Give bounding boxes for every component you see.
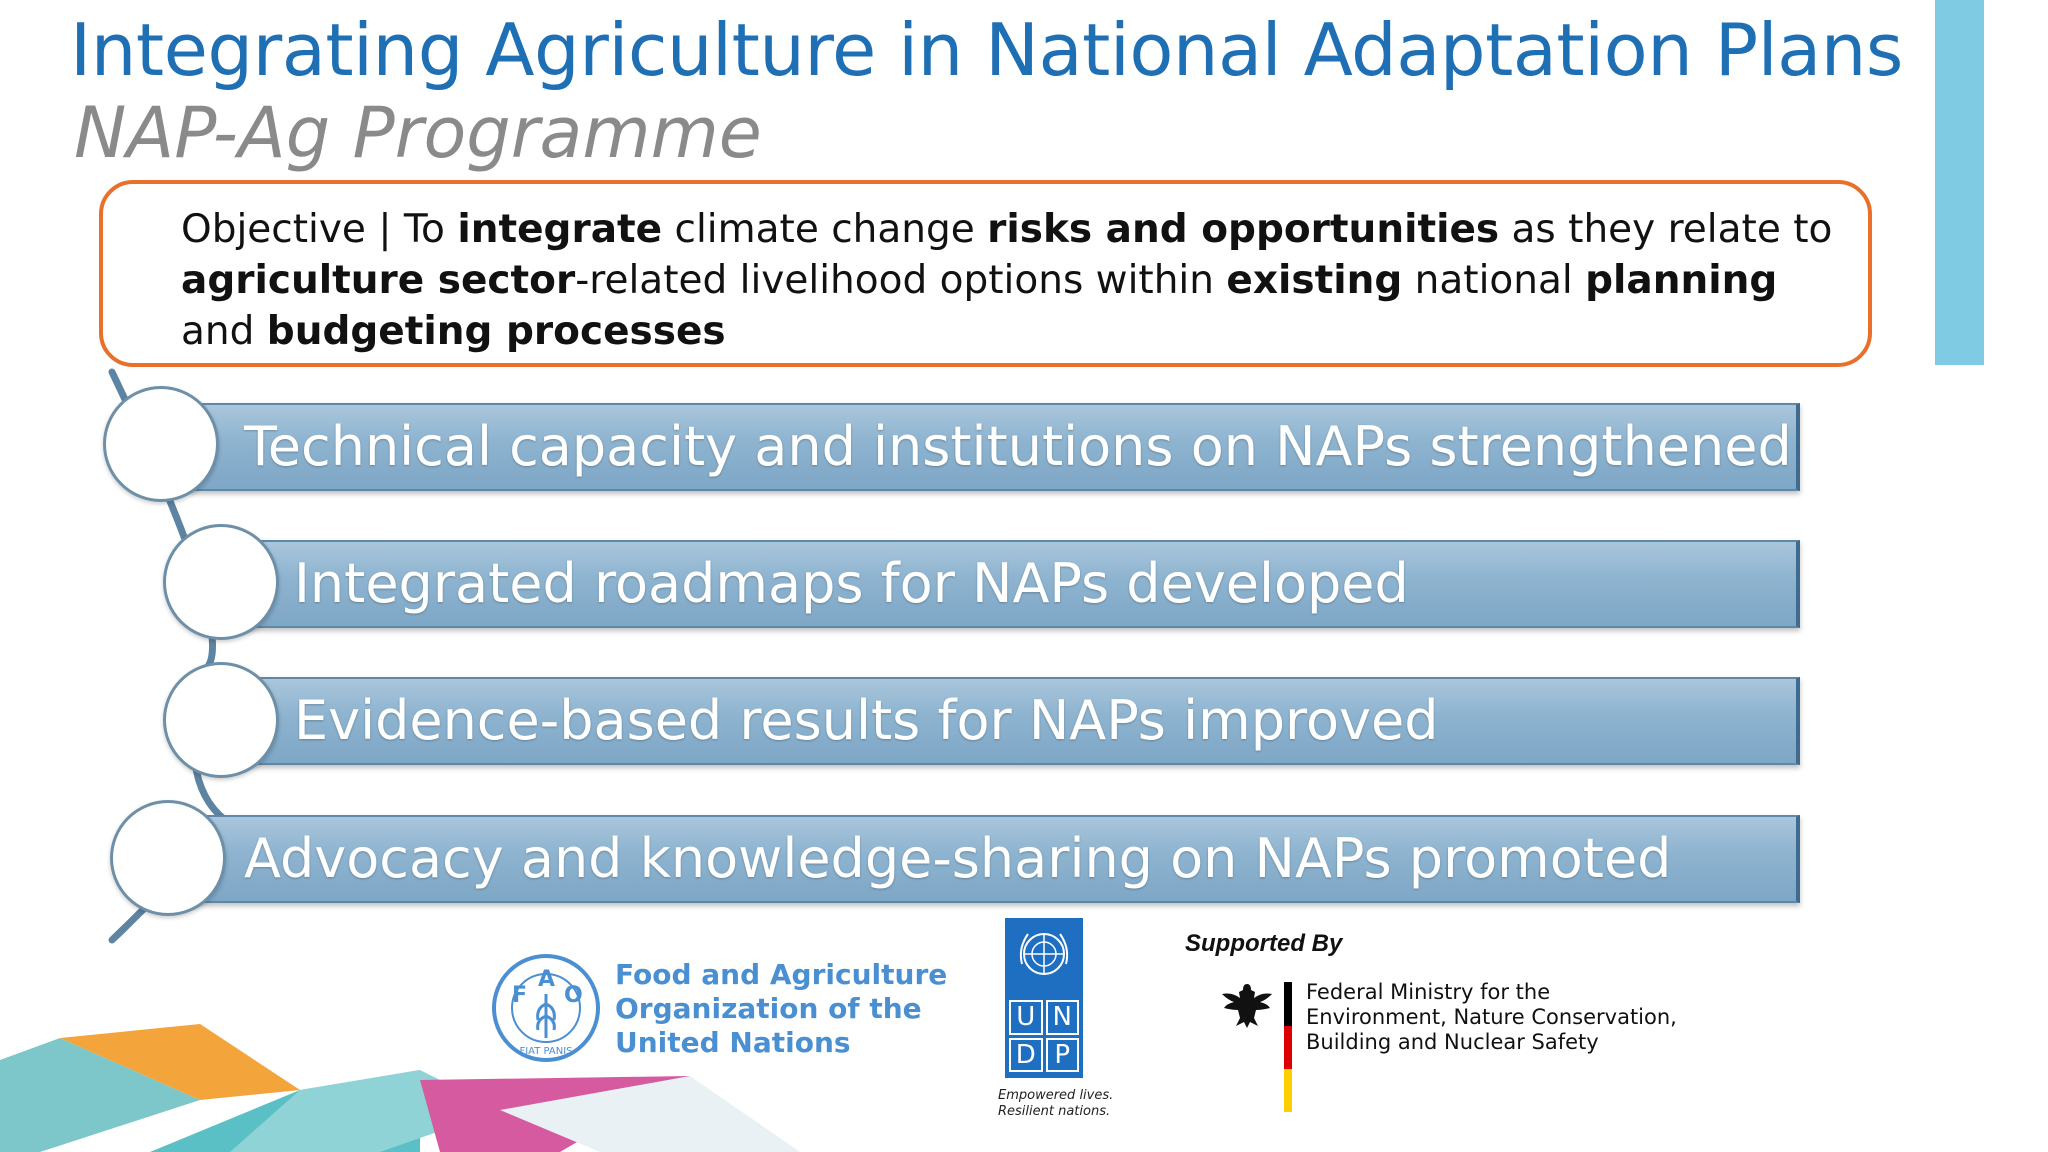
bmu-name-line: Federal Ministry for the (1306, 980, 1551, 1004)
undp-logo: U N D P (1005, 918, 1083, 1078)
decorative-shapes (0, 1024, 800, 1152)
bullet-circle (163, 524, 279, 640)
german-flag-stripe (1284, 982, 1292, 1112)
supported-by-label: Supported By (1185, 930, 1343, 957)
fao-letter: A (538, 967, 555, 992)
objective-part: as they relate to (1499, 207, 1833, 252)
output-bar-4: Advocacy and knowledge-sharing on NAPs p… (190, 815, 1800, 903)
objective-emphasis: planning (1585, 258, 1778, 303)
objective-part: Objective | To (181, 207, 458, 252)
slide-title: Integrating Agriculture in National Adap… (70, 8, 1903, 92)
objective-part: and (181, 309, 267, 354)
fao-emblem-icon: F A O FIAT PANIS (492, 954, 600, 1062)
bullet-circle (103, 386, 219, 502)
bmu-name: Federal Ministry for the Environment, Na… (1306, 980, 1677, 1055)
bullet-circle (163, 662, 279, 778)
output-label: Technical capacity and institutions on N… (244, 415, 1792, 478)
undp-tagline-line: Resilient nations. (998, 1104, 1111, 1119)
objective-text: Objective | To integrate climate change … (181, 204, 1841, 357)
fao-motto: FIAT PANIS (519, 1046, 572, 1057)
german-eagle-icon (1222, 984, 1272, 1028)
objective-emphasis: agriculture sector (181, 258, 576, 303)
undp-letter: U (1009, 1000, 1043, 1035)
fao-letter: F (512, 983, 527, 1008)
objective-box: Objective | To integrate climate change … (99, 180, 1872, 367)
undp-tagline-line: Empowered lives. (998, 1088, 1114, 1103)
objective-emphasis: risks and opportunities (987, 207, 1500, 252)
undp-tagline: Empowered lives. Resilient nations. (998, 1088, 1113, 1120)
objective-emphasis: integrate (457, 207, 663, 252)
objective-part: climate change (662, 207, 988, 252)
un-emblem-icon (1019, 933, 1069, 975)
output-bar-3: Evidence-based results for NAPs improved (240, 677, 1800, 765)
output-bar-1: Technical capacity and institutions on N… (190, 403, 1800, 491)
slide-subtitle: NAP-Ag Programme (74, 92, 762, 174)
undp-letter: N (1045, 1000, 1079, 1035)
fao-name-line: Food and Agriculture (615, 958, 948, 991)
undp-letter-grid: U N D P (1009, 1000, 1079, 1072)
objective-emphasis: existing (1226, 258, 1403, 303)
bullet-circle (110, 800, 226, 916)
fao-letter: O (564, 983, 583, 1008)
objective-part: national (1402, 258, 1586, 303)
undp-letter: P (1045, 1037, 1079, 1072)
undp-letter: D (1009, 1037, 1043, 1072)
bmu-name-line: Building and Nuclear Safety (1306, 1030, 1599, 1054)
fao-name-line: Organization of the (615, 992, 922, 1025)
output-label: Advocacy and knowledge-sharing on NAPs p… (244, 827, 1672, 890)
output-label: Integrated roadmaps for NAPs developed (294, 552, 1409, 615)
objective-emphasis: budgeting processes (266, 309, 726, 354)
objective-part: -related livelihood options within (575, 258, 1227, 303)
fao-name: Food and Agriculture Organization of the… (615, 958, 947, 1060)
side-accent-bar (1935, 0, 1984, 365)
fao-name-line: United Nations (615, 1026, 851, 1059)
bmu-name-line: Environment, Nature Conservation, (1306, 1005, 1677, 1029)
output-label: Evidence-based results for NAPs improved (294, 689, 1439, 752)
output-bar-2: Integrated roadmaps for NAPs developed (240, 540, 1800, 628)
